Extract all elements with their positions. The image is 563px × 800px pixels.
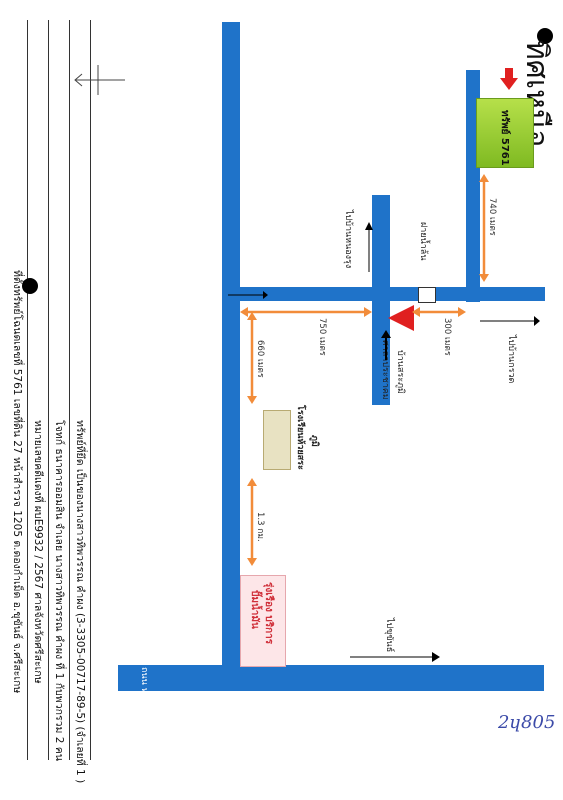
header-line-2: หมายเลขคดีแดงที่ ผบE9932 / 2567 ศาลจังหว… [32,420,44,684]
dist-label-660: 660 เมตร [255,340,265,378]
rule-4 [90,20,91,760]
junction-box [418,287,436,303]
road-left [222,22,240,672]
gas-station-label-1: ปั๊มน้ำมัน [249,590,260,629]
arrow-right-icon [228,291,268,299]
dist-arrow-750 [240,307,372,317]
to-khukhan-label: ไปขุขันธ์ [384,618,394,653]
main-road-label: ถนน หมายเลข 220 [139,667,149,745]
school-building [263,410,291,470]
dist-arrow-300 [412,307,466,317]
to-ban-nong-rung-label: ไปบ้านหนองรุง [343,210,353,269]
property-box [476,98,534,168]
dist-label-1300: 1.3 กม. [255,512,265,542]
rule-2 [48,20,49,760]
dist-label-740: 740 เมตร [487,198,497,236]
arrow-right-khukhan-icon [350,652,440,662]
dist-arrow-740 [479,174,489,282]
dist-label-300: 300 เมตร [442,318,452,356]
school-label-2: ภูมิ [309,435,319,447]
weir-label: ฝายน้ำล้น [418,222,428,261]
property-arrow-icon [500,68,518,90]
north-arrow-icon [74,65,125,95]
handwritten-note: 2ɥ805 [498,712,556,733]
dist-arrow-660 [247,312,257,404]
red-marker-icon [388,305,414,331]
dot-marker-bottom [537,28,553,44]
dot-marker-top [22,278,38,294]
main-road-220 [118,665,544,691]
to-ban-kruat-label: ไปบ้านกรวด [506,335,516,384]
rule-3 [69,20,70,760]
ban-sa-phum-label: บ้านสระภูมิ [395,350,405,394]
dist-arrow-1300 [247,478,257,566]
header-line-4: ทรัพย์ที่ยึด เป็นของนางสาวทิพวรรณ คำผง (… [74,420,86,784]
gas-station-label-2: รุ่งเรือง บริการ [263,582,274,645]
dist-label-750: 750 เมตร [317,318,327,356]
school-label: โรงเรียนห้วยสระ [295,405,305,470]
header-line-1: ที่ตั้งทรัพย์โฉนดเลขที่ 5761 เลขที่ดิน 2… [11,270,23,694]
gas-station-box [240,575,286,667]
arrow-up-icon [365,222,373,272]
arrow-right-kruat-icon [480,316,540,326]
arrow-up-small-icon [381,330,391,360]
rule-1 [27,20,28,760]
header-line-3: โจทก์ ธนาคารออมสิน จำเลย นางสาวทิพวรรณ ค… [53,420,65,761]
property-label: ทรัพย์ 5761 [499,110,510,166]
